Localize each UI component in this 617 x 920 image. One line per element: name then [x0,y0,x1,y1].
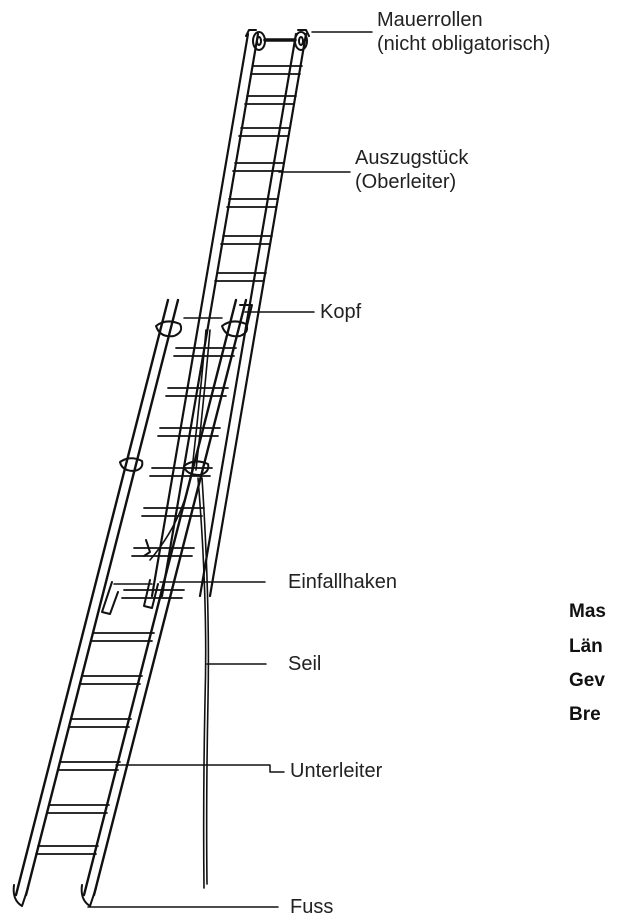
spec-laenge: Län [569,636,603,657]
label-seil: Seil [288,653,322,675]
wall-rollers [245,29,310,51]
lower-ladder-left-rail [14,298,180,897]
spec-mass: Mas [569,601,606,622]
label-auszugstueck-line1: Auszugstück [355,147,469,169]
leader-lines [87,31,373,908]
label-unterleiter: Unterleiter [290,760,383,782]
head-clamps [155,304,253,338]
upper-ladder [150,32,308,598]
label-kopf: Kopf [320,301,362,323]
feet [12,884,97,907]
label-auszugstueck: Auszugstück (Oberleiter) [355,146,468,194]
pawl-hooks [101,579,159,615]
label-auszugstueck-line2: (Oberleiter) [355,171,457,193]
spec-breite: Bre [569,704,601,725]
label-mauerrollen-line1: Mauerrollen [377,9,483,31]
label-mauerrollen: Mauerrollen (nicht obligatorisch) [377,8,550,56]
label-fuss: Fuss [290,896,334,918]
label-mauerrollen-line2: (nicht obligatorisch) [377,33,551,55]
lower-ladder-rungs [35,347,237,855]
rope [143,329,211,889]
upper-ladder-right-rail [198,32,308,598]
middle-clamps [119,457,210,476]
lower-ladder [14,298,248,897]
upper-ladder-rungs [214,65,303,282]
spec-gewicht: Gev [569,670,605,691]
label-einfallhaken: Einfallhaken [288,571,397,593]
